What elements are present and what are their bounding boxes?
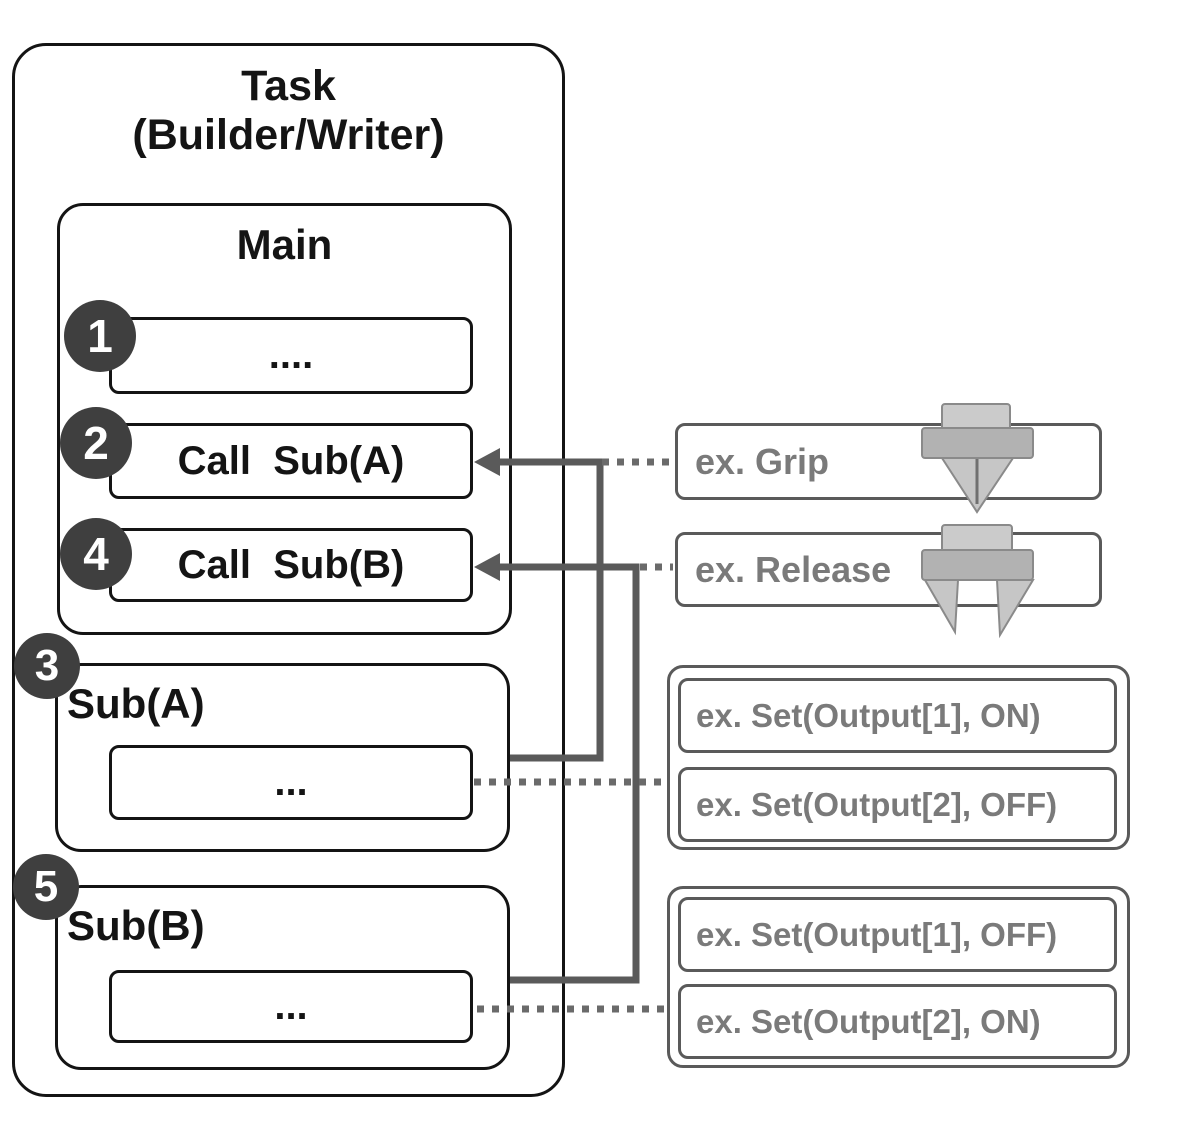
sub-a-example-2: ex. Set(Output[2], OFF) xyxy=(678,767,1117,842)
sub-b-example-2-label: ex. Set(Output[2], ON) xyxy=(696,1002,1041,1040)
step-badge-1: 1 xyxy=(64,300,136,372)
sub-b-body-box: ... xyxy=(109,970,473,1043)
release-label: ex. Release xyxy=(695,548,892,590)
main-title: Main xyxy=(236,221,333,268)
sub-a-label: Sub(A) xyxy=(67,680,205,727)
sub-a-badge-3: 3 xyxy=(14,633,80,699)
step-box-dots: .... xyxy=(109,317,473,394)
sub-b-badge-5: 5 xyxy=(13,854,79,920)
step-label: Call Sub(A) xyxy=(177,438,405,483)
task-title-line1: Task xyxy=(241,62,336,110)
task-title: Task (Builder/Writer) xyxy=(12,62,565,160)
step-box-call-sub-b: Call Sub(B) xyxy=(109,528,473,602)
sub-a-example-1-label: ex. Set(Output[1], ON) xyxy=(696,696,1041,734)
sub-a-example-2-label: ex. Set(Output[2], OFF) xyxy=(696,785,1058,823)
step-label: Call Sub(B) xyxy=(177,542,405,587)
sub-a-example-1: ex. Set(Output[1], ON) xyxy=(678,678,1117,753)
sub-b-example-2: ex. Set(Output[2], ON) xyxy=(678,984,1117,1059)
gripper-open-icon xyxy=(921,524,1035,639)
sub-b-example-1-label: ex. Set(Output[1], OFF) xyxy=(696,915,1058,953)
gripper-closed-icon xyxy=(921,403,1034,514)
step-badge-4: 4 xyxy=(60,518,132,590)
sub-b-label: Sub(B) xyxy=(67,902,205,949)
sub-a-body: ... xyxy=(274,760,308,804)
task-title-line2: (Builder/Writer) xyxy=(132,111,445,159)
step-label: .... xyxy=(268,333,314,377)
sub-b-body: ... xyxy=(274,984,308,1028)
sub-a-body-box: ... xyxy=(109,745,473,820)
step-badge-2: 2 xyxy=(60,407,132,479)
grip-label: ex. Grip xyxy=(695,440,830,482)
sub-b-example-1: ex. Set(Output[1], OFF) xyxy=(678,897,1117,972)
step-box-call-sub-a: Call Sub(A) xyxy=(109,423,473,499)
